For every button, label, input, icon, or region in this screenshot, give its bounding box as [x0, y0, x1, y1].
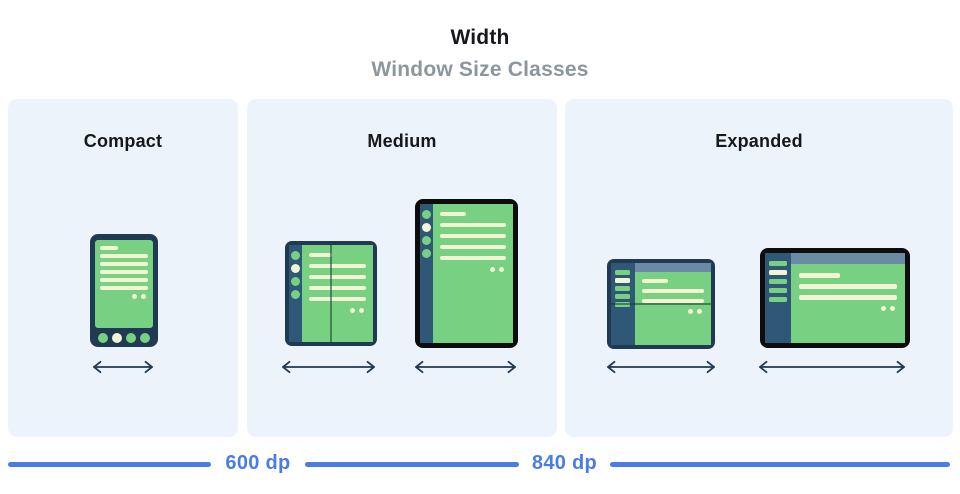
phone-illustration	[90, 234, 158, 347]
content-line	[642, 289, 704, 293]
dot	[141, 294, 146, 299]
panel-expanded: Expanded	[565, 99, 953, 437]
dot	[499, 267, 504, 272]
sidebar-item-bar	[615, 286, 630, 291]
device-main-area	[791, 253, 905, 343]
breakpoint-label-600: 600 dp	[225, 452, 291, 474]
rail-dot	[422, 249, 431, 258]
content-line	[309, 253, 332, 257]
sidebar-item-bar	[769, 297, 787, 302]
overflow-dots	[100, 294, 148, 299]
phone-screen	[95, 240, 153, 328]
dot	[881, 306, 886, 311]
rail-dot	[291, 277, 300, 286]
content-line	[440, 212, 467, 216]
overflow-dots	[642, 309, 704, 314]
content-line	[440, 256, 506, 260]
nav-rail	[289, 245, 302, 342]
rail-dot	[422, 223, 431, 232]
content-line	[642, 279, 669, 283]
rail-dot	[291, 264, 300, 273]
nav-dot	[126, 332, 136, 343]
device-screen	[635, 272, 711, 345]
app-top-bar	[635, 263, 711, 272]
content-line	[100, 286, 148, 290]
rule-segment	[610, 462, 950, 467]
content-line	[799, 284, 897, 289]
content-line	[100, 246, 119, 250]
sidebar-item-bar	[769, 279, 787, 284]
dot	[359, 308, 364, 313]
diagram-title: Width	[450, 26, 510, 49]
overflow-dots	[440, 267, 506, 272]
overflow-dots	[309, 308, 366, 313]
content-line	[440, 234, 506, 238]
foldable-portrait-illustration	[285, 241, 377, 346]
tablet-landscape-illustration	[760, 248, 910, 348]
rule-segment	[8, 462, 211, 467]
content-line	[309, 264, 366, 268]
rail-dot	[422, 210, 431, 219]
dot	[697, 309, 702, 314]
fold-line	[611, 303, 711, 305]
content-line	[309, 275, 366, 279]
width-arrow-icon	[759, 360, 905, 374]
breakpoint-label-840: 840 dp	[531, 452, 598, 474]
sidebar-item-bar	[615, 294, 630, 299]
dot	[132, 294, 137, 299]
content-line	[100, 278, 148, 282]
sidebar-item-bar	[615, 278, 630, 283]
nav-dot	[140, 332, 150, 343]
content-line	[799, 295, 897, 300]
sidebar	[765, 253, 791, 343]
dot	[350, 308, 355, 313]
sidebar-item-bar	[769, 261, 787, 266]
width-arrow-icon	[415, 360, 516, 374]
nav-rail	[420, 204, 433, 343]
panel-expanded-label: Expanded	[715, 131, 803, 151]
width-arrow-icon	[607, 360, 715, 374]
rail-dot	[291, 290, 300, 299]
sidebar-item-bar	[769, 270, 787, 275]
phone-nav-bar	[95, 328, 153, 347]
dot	[890, 306, 895, 311]
dot	[490, 267, 495, 272]
rail-dot	[291, 251, 300, 260]
content-line	[440, 245, 506, 249]
content-line	[440, 223, 506, 227]
device-screen	[302, 245, 373, 342]
rule-segment	[305, 462, 519, 467]
content-line	[100, 270, 148, 274]
diagram-subtitle: Window Size Classes	[371, 58, 589, 81]
panel-compact: Compact	[8, 99, 238, 437]
content-line	[309, 297, 366, 301]
dot	[688, 309, 693, 314]
nav-dot	[112, 332, 122, 343]
app-top-bar	[791, 253, 905, 264]
foldable-landscape-illustration	[607, 259, 715, 349]
width-arrow-icon	[282, 360, 375, 374]
nav-dot	[98, 332, 108, 343]
content-line	[100, 262, 148, 266]
width-arrow-icon	[93, 360, 153, 374]
overflow-dots	[799, 306, 897, 311]
fold-line	[330, 245, 332, 342]
content-line	[799, 273, 841, 278]
sidebar-item-bar	[769, 288, 787, 293]
content-line	[642, 299, 704, 303]
panel-medium: Medium	[247, 99, 557, 437]
device-screen	[433, 204, 513, 343]
device-screen	[791, 264, 905, 343]
diagram-header: Width Window Size Classes	[0, 26, 960, 82]
sidebar-item-bar	[615, 270, 630, 275]
device-main-area	[635, 263, 711, 345]
tablet-portrait-illustration	[415, 199, 518, 348]
rail-dot	[422, 236, 431, 245]
panel-medium-label: Medium	[367, 131, 437, 151]
content-line	[309, 286, 366, 290]
panel-compact-label: Compact	[83, 131, 163, 151]
content-line	[100, 254, 148, 258]
